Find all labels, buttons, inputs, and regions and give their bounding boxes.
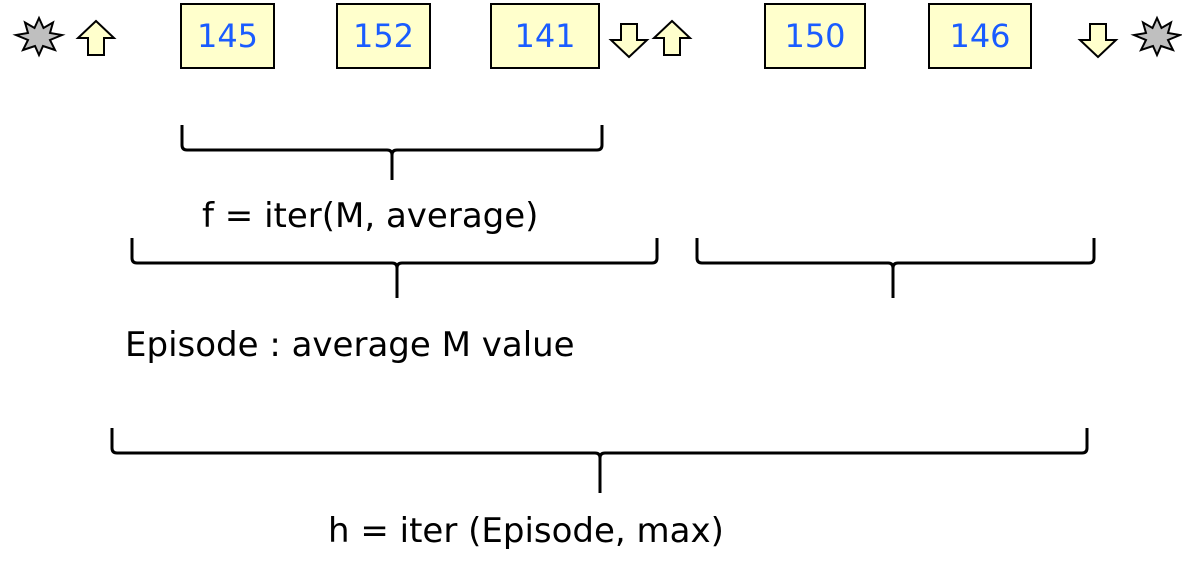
value-box: 146 (928, 3, 1032, 69)
up-arrow-icon (651, 19, 693, 56)
value-box: 150 (764, 3, 866, 69)
value-text: 141 (514, 17, 576, 55)
brace-episode-1 (130, 238, 659, 298)
value-box: 141 (490, 3, 600, 69)
start-star-icon (12, 15, 66, 58)
value-text: 145 (196, 17, 259, 55)
episode-label: Episode : average M value (125, 325, 575, 365)
up-arrow-icon (75, 19, 117, 56)
h-label: h = iter (Episode, max) (328, 511, 724, 551)
brace-episode-2 (695, 238, 1096, 298)
value-box: 152 (336, 3, 431, 69)
brace-h (110, 428, 1089, 493)
brace-f (180, 125, 604, 180)
down-arrow-icon (1077, 23, 1119, 59)
down-arrow-icon (608, 23, 650, 59)
value-text: 150 (784, 17, 846, 55)
value-box: 145 (180, 3, 275, 69)
value-text: 152 (352, 17, 415, 55)
f-label: f = iter(M, average) (202, 196, 539, 236)
end-star-icon (1130, 15, 1182, 58)
value-text: 146 (949, 17, 1011, 55)
